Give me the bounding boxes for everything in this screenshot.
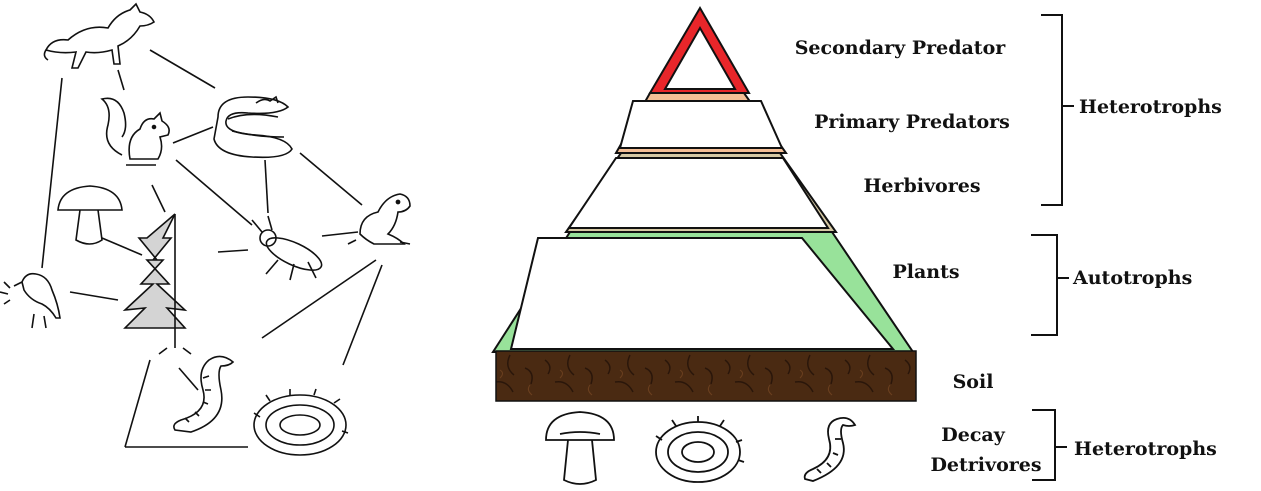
food-web-links (41, 49, 383, 448)
bird-icon (0, 272, 61, 329)
fox-icon (43, 2, 156, 69)
bracket-middle (1031, 234, 1069, 336)
snake-icon (213, 95, 293, 159)
worm-icon (173, 355, 235, 433)
bracket-lower (1032, 409, 1067, 481)
bracket-upper (1041, 14, 1074, 206)
label-detrivores: Detrivores (930, 454, 1041, 476)
millipede-icon (253, 388, 349, 456)
frog-icon (347, 193, 411, 245)
herbivore-panel (567, 157, 830, 229)
label-heterotrophs-lower: Heterotrophs (1074, 438, 1217, 460)
plant-panel (509, 237, 896, 350)
squirrel-icon (100, 97, 170, 166)
secondary-predator-panel (663, 25, 737, 90)
detritivore-icons (545, 411, 857, 485)
label-secondary-predator: Secondary Predator (795, 37, 1007, 59)
label-decay: Decay (941, 424, 1005, 446)
beetle-icon (251, 215, 323, 281)
worm-icon (803, 416, 857, 482)
label-autotrophs: Autotrophs (1072, 267, 1192, 289)
label-herbivores: Herbivores (863, 175, 980, 197)
primary-predator-panel (618, 100, 784, 149)
brackets (1031, 14, 1074, 481)
label-primary-predators: Primary Predators (814, 111, 1010, 133)
energy-pyramid (491, 6, 917, 402)
soil-strip (495, 350, 917, 402)
food-web (0, 2, 411, 456)
label-heterotrophs-upper: Heterotrophs (1079, 96, 1222, 118)
millipede-icon (655, 416, 745, 483)
label-plants: Plants (892, 261, 959, 283)
pine-tree-icon (122, 213, 192, 355)
mushroom-icon (57, 185, 123, 245)
label-soil: Soil (953, 371, 994, 393)
mushroom-icon (545, 411, 615, 485)
